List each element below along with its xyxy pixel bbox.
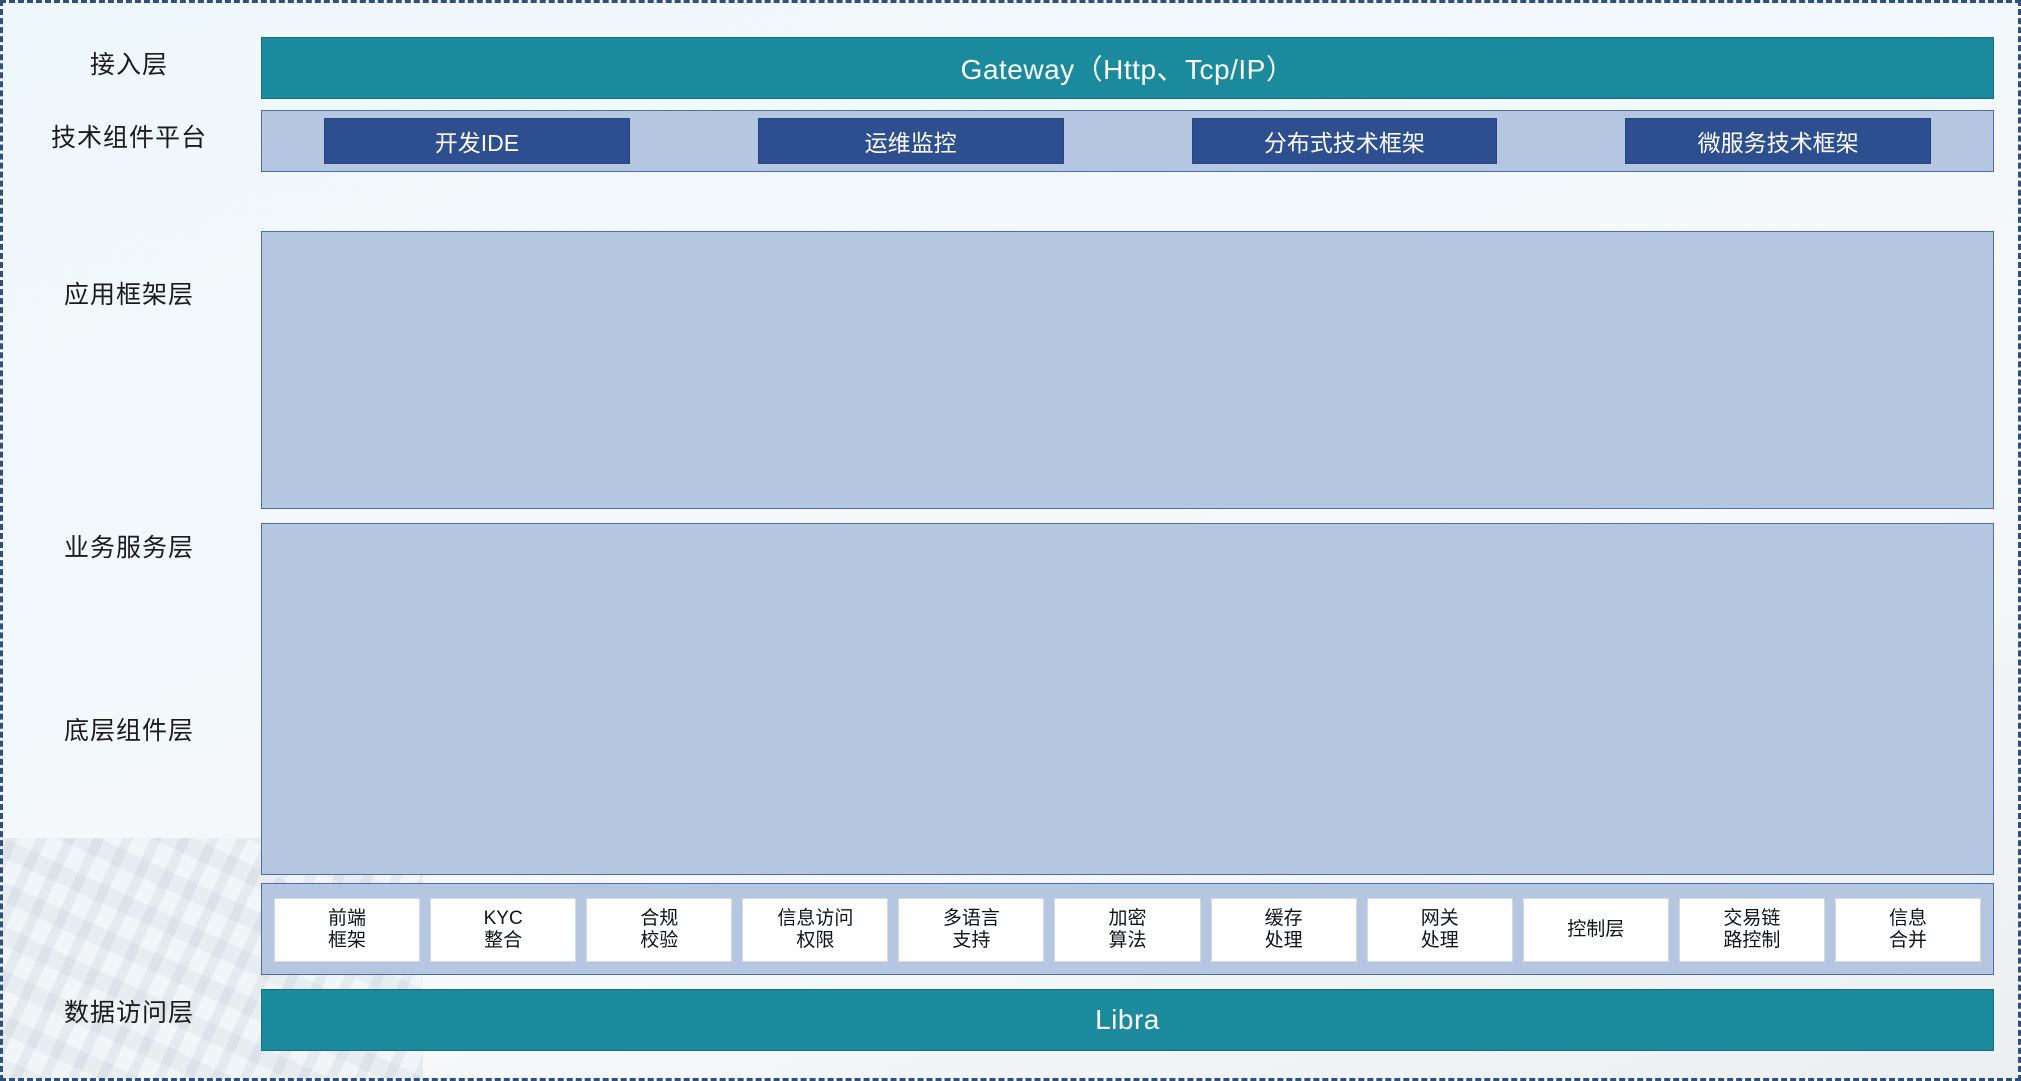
tech-platform-item-1[interactable]: 运维监控 <box>757 118 1064 164</box>
tech-platform-panel: 开发IDE 运维监控 分布式技术框架 微服务技术框架 <box>261 110 1994 172</box>
layer-label-biz-service-text: 业务服务层 <box>63 534 194 562</box>
base-component-cell-4[interactable]: 多语言支持 <box>898 898 1045 962</box>
layer-label-biz-service: 业务服务层 <box>3 411 255 681</box>
base-component-cell-2[interactable]: 合规校验 <box>586 898 733 962</box>
gateway-banner[interactable]: Gateway（Http、Tcp/IP） <box>261 37 1994 99</box>
layer-label-tech-platform: 技术组件平台 <box>3 106 255 166</box>
layer-label-base-components-text: 底层组件层 <box>63 717 194 745</box>
gateway-banner-text: Gateway（Http、Tcp/IP） <box>960 54 1295 85</box>
layer-label-access-text: 接入层 <box>89 51 168 79</box>
tech-platform-item-2[interactable]: 分布式技术框架 <box>1191 118 1498 164</box>
layer-label-data-access: 数据访问层 <box>3 976 255 1046</box>
data-access-banner-text: Libra <box>1095 1004 1160 1035</box>
base-component-cell-0[interactable]: 前端框架 <box>274 898 421 962</box>
base-component-cell-6[interactable]: 缓存处理 <box>1210 898 1357 962</box>
layer-label-access: 接入层 <box>3 33 255 93</box>
layer-label-app-framework: 应用框架层 <box>3 183 255 403</box>
app-framework-panel <box>261 231 1994 509</box>
base-component-cell-9[interactable]: 交易链路控制 <box>1678 898 1825 962</box>
base-component-cell-8[interactable]: 控制层 <box>1522 898 1669 962</box>
data-access-banner[interactable]: Libra <box>261 989 1994 1051</box>
base-component-cell-3[interactable]: 信息访问权限 <box>742 898 889 962</box>
base-component-cell-10[interactable]: 信息合并 <box>1834 898 1982 962</box>
layer-label-tech-platform-text: 技术组件平台 <box>50 124 207 152</box>
layer-label-base-components: 底层组件层 <box>3 689 255 769</box>
layer-label-data-access-text: 数据访问层 <box>63 999 194 1027</box>
tech-platform-item-3[interactable]: 微服务技术框架 <box>1625 118 1931 164</box>
layer-label-app-framework-text: 应用框架层 <box>63 281 194 309</box>
tech-platform-item-0[interactable]: 开发IDE <box>324 118 630 164</box>
tech-platform-items: 开发IDE 运维监控 分布式技术框架 微服务技术框架 <box>262 111 1993 171</box>
base-component-cell-5[interactable]: 加密算法 <box>1054 898 1201 962</box>
base-component-cell-7[interactable]: 网关处理 <box>1366 898 1513 962</box>
biz-service-panel <box>261 523 1994 875</box>
